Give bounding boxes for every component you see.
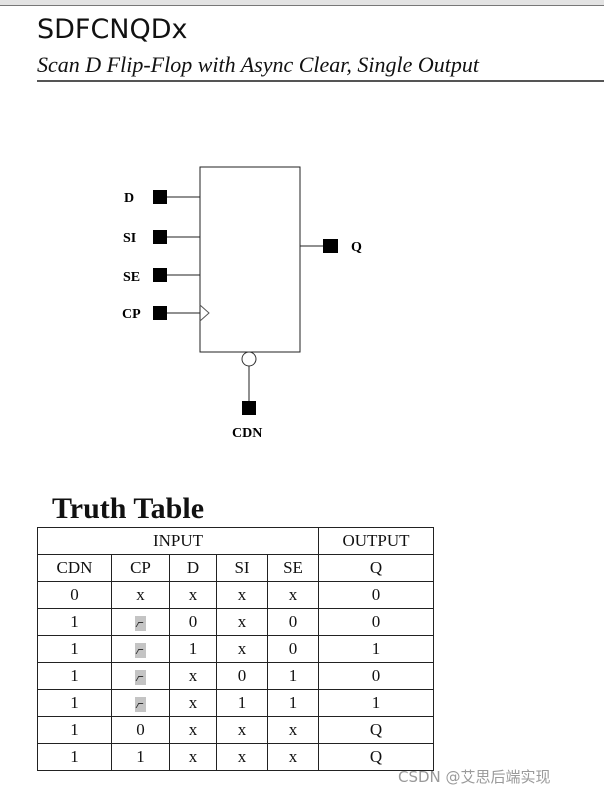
col-header: CP <box>111 554 170 582</box>
table-cell: 1 <box>169 635 217 663</box>
table-cell: x <box>169 662 217 690</box>
table-cell <box>111 635 170 663</box>
top-bar <box>0 0 604 6</box>
table-cell: 1 <box>37 689 112 717</box>
table-cell: x <box>267 581 319 609</box>
table-cell: 0 <box>111 716 170 744</box>
table-cell: 1 <box>37 662 112 690</box>
pin-label-cp: CP <box>122 307 141 322</box>
table-cell: 0 <box>318 581 434 609</box>
table-cell: x <box>267 716 319 744</box>
table-cell: 0 <box>169 608 217 636</box>
col-header: Q <box>318 554 434 582</box>
table-cell: x <box>267 743 319 771</box>
table-cell: 0 <box>267 635 319 663</box>
col-header: D <box>169 554 217 582</box>
table-cell <box>111 689 170 717</box>
pin-se: SE <box>123 268 200 285</box>
col-header: SE <box>267 554 319 582</box>
table-cell <box>111 608 170 636</box>
rising-edge-icon <box>135 615 146 631</box>
watermark: CSDN @艾思后端实现 <box>398 768 551 786</box>
table-cell: 0 <box>318 662 434 690</box>
cell-description: Scan D Flip-Flop with Async Clear, Singl… <box>37 52 479 77</box>
table-cell: x <box>216 581 268 609</box>
column-header-row: CDN CP D SI SE Q <box>37 554 434 582</box>
inversion-bubble-icon <box>241 351 257 367</box>
table-cell: 1 <box>37 635 112 663</box>
table-cell: x <box>169 581 217 609</box>
pin-label-cdn: CDN <box>232 426 262 441</box>
table-cell: 1 <box>37 743 112 771</box>
table-cell: 0 <box>267 608 319 636</box>
table-cell: 1 <box>267 689 319 717</box>
table-cell: 1 <box>37 608 112 636</box>
pin-q: Q <box>300 239 362 255</box>
table-cell: 1 <box>37 716 112 744</box>
table-cell: x <box>169 716 217 744</box>
clock-triangle-icon <box>199 304 210 322</box>
table-cell: x <box>216 635 268 663</box>
table-cell: 1 <box>318 635 434 663</box>
table-cell: x <box>216 716 268 744</box>
truth-table-title: Truth Table <box>52 492 205 525</box>
table-cell: x <box>111 581 170 609</box>
cell-box <box>199 166 301 353</box>
rising-edge-icon <box>135 669 146 685</box>
table-cell: 1 <box>267 662 319 690</box>
table-cell: 1 <box>318 689 434 717</box>
pin-label-se: SE <box>123 270 140 285</box>
table-cell: 0 <box>216 662 268 690</box>
pin-si: SI <box>123 230 200 246</box>
col-header: SI <box>216 554 268 582</box>
flip-flop-symbol: D SI SE CP Q CDN <box>122 166 362 441</box>
table-cell: 1 <box>216 689 268 717</box>
rising-edge-icon <box>135 696 146 712</box>
col-header: CDN <box>37 554 112 582</box>
group-header-row: INPUT OUTPUT <box>37 527 434 555</box>
output-header: OUTPUT <box>318 527 434 555</box>
table-cell: x <box>216 743 268 771</box>
pin-cp: CP <box>122 304 210 322</box>
table-cell: Q <box>318 743 434 771</box>
table-cell: Q <box>318 716 434 744</box>
table-cell: x <box>169 743 217 771</box>
table-cell <box>111 662 170 690</box>
pin-label-q: Q <box>351 240 362 255</box>
cell-name: SDFCNQDx <box>37 14 188 45</box>
pin-cdn: CDN <box>232 351 262 441</box>
header-rule <box>37 80 604 82</box>
rising-edge-icon <box>135 642 146 658</box>
pin-label-d: D <box>124 191 134 206</box>
pin-d: D <box>124 190 200 206</box>
table-cell: x <box>169 689 217 717</box>
table-cell: 1 <box>111 743 170 771</box>
table-cell: 0 <box>318 608 434 636</box>
input-header: INPUT <box>37 527 319 555</box>
table-cell: x <box>216 608 268 636</box>
pin-label-si: SI <box>123 231 136 246</box>
table-cell: 0 <box>37 581 112 609</box>
